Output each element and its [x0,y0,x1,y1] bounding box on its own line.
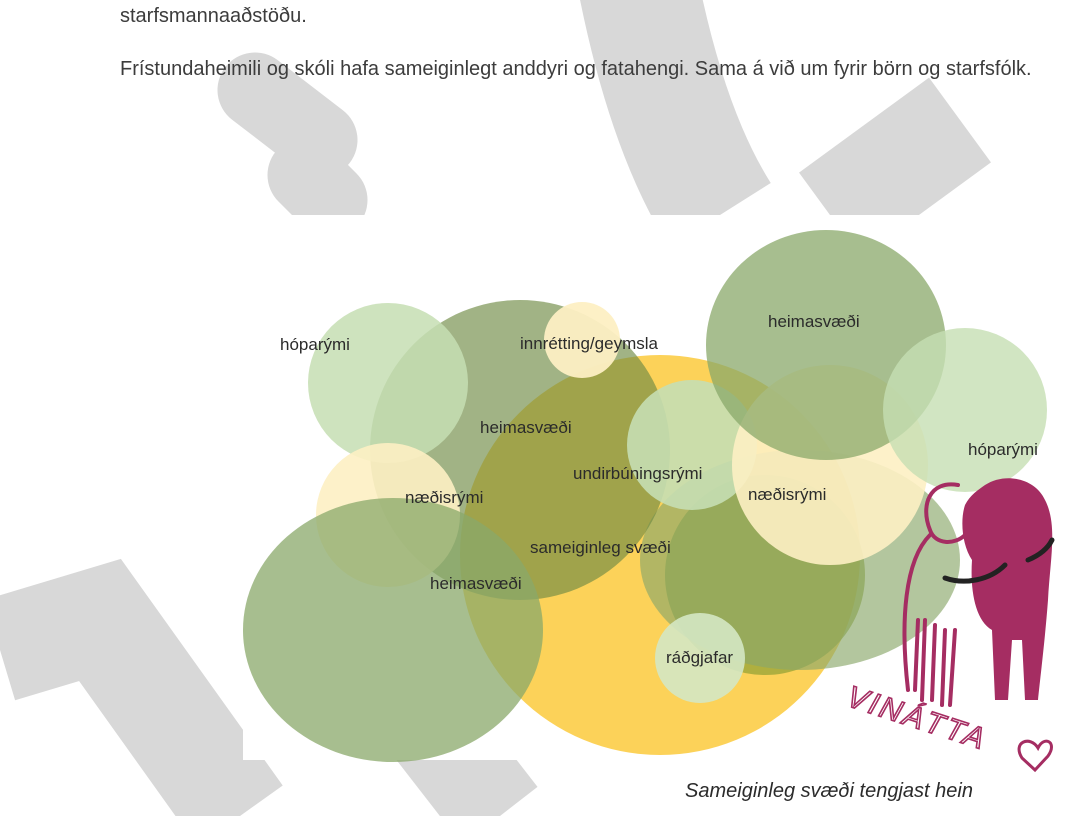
watermark-dash-2 [267,137,368,238]
bubble-radgjafar [655,613,745,703]
outline-figure-body [902,533,957,707]
paragraph-1: starfsmannaaðstöðu. [120,5,307,27]
bubble-undirbuningsrymi [627,380,757,510]
label-heimasvaedi-top: heimasvæði [768,312,860,331]
outline-figure-head [924,482,967,544]
label-heimasvaedi-bottom: heimasvæði [430,574,522,593]
hug-arm-left [942,562,1008,584]
label-naedisrymi-right: næðisrými [748,485,826,504]
bubble-hoparymi-right [883,328,1047,492]
diagram-caption: Sameiginleg svæði tengjast hein [685,780,973,802]
label-radgjafar: ráðgjafar [666,648,733,667]
watermark-right-stroke [799,77,991,258]
label-hoparymi-left: hóparými [280,335,350,354]
label-undirbuningsrymi: undirbúningsrými [573,464,702,483]
label-heimasvaedi-mid: heimasvæði [480,418,572,437]
watermark-bottom-left [0,558,283,816]
solid-figure [962,478,1053,700]
label-hoparymi-right: hóparými [968,440,1038,459]
watermark-arc [580,0,772,248]
bubble-heimasvaedi-bottom [243,498,543,762]
paragraph-2: Frístundaheimili og skóli hafa sameiginl… [120,58,1032,80]
heart-icon [1017,739,1053,773]
label-naedisrymi-left: næðisrými [405,488,483,507]
bubble-hoparymi-left [308,303,468,463]
hug-arm-right [1025,537,1055,563]
watermark-dash-1 [217,52,358,178]
label-innretting: innrétting/geymsla [520,334,659,353]
bubble-innretting [544,302,620,378]
label-sameiginleg: sameiginleg svæði [530,538,671,557]
